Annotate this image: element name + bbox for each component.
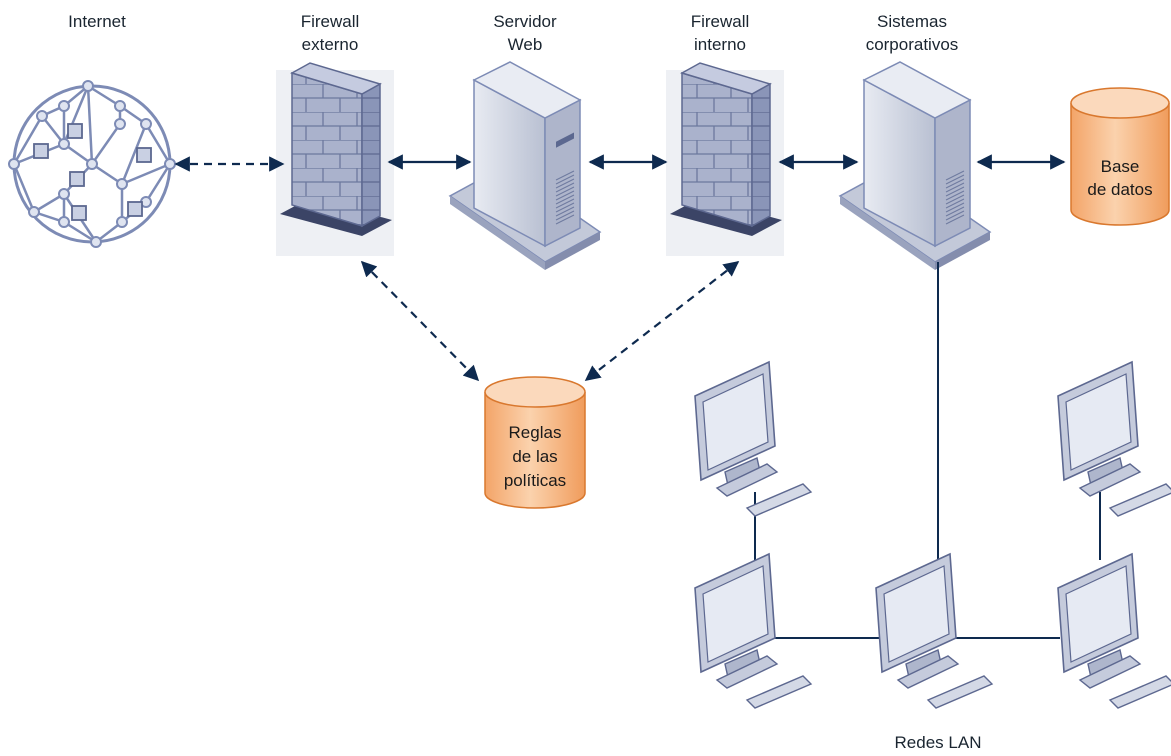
lan-computer-bottom-left-icon — [694, 552, 813, 709]
svg-text:Web: Web — [508, 35, 543, 54]
connection-arrows — [174, 154, 1066, 382]
lan-computer-top-right-icon — [1057, 360, 1171, 517]
external-firewall-icon — [276, 62, 394, 256]
internet-globe-icon — [8, 80, 176, 248]
internal-firewall-label: Firewall interno — [691, 12, 750, 54]
database-label-line2: de datos — [1087, 180, 1152, 199]
internal-firewall-icon — [666, 62, 784, 256]
policy-rules-label-line1: Reglas — [509, 423, 562, 442]
lan-computer-top-left-icon — [694, 360, 813, 517]
internal-firewall-to-policy-rules-arrow — [584, 261, 740, 381]
web-server-icon — [448, 61, 602, 270]
policy-rules-cylinder-icon: Reglas de las políticas — [484, 376, 586, 509]
database-label-line1: Base — [1101, 157, 1140, 176]
lan-wiring — [754, 262, 1101, 639]
policy-rules-label-line3: políticas — [504, 471, 566, 490]
lan-computer-bottom-center-icon — [875, 552, 994, 709]
external-firewall-label: Firewall externo — [301, 12, 360, 54]
web-server-label: Servidor Web — [493, 12, 557, 54]
svg-text:corporativos: corporativos — [866, 35, 959, 54]
svg-text:interno: interno — [694, 35, 746, 54]
svg-text:Firewall: Firewall — [691, 12, 750, 31]
policy-rules-label-line2: de las — [512, 447, 557, 466]
external-firewall-to-policy-rules-arrow — [360, 260, 480, 382]
lan-computer-bottom-right-icon — [1057, 552, 1171, 709]
corporate-systems-server-icon — [838, 61, 992, 270]
lan-label: Redes LAN — [895, 733, 982, 752]
svg-text:Firewall: Firewall — [301, 12, 360, 31]
svg-text:Servidor: Servidor — [493, 12, 557, 31]
database-cylinder-icon: Base de datos — [1070, 87, 1170, 226]
svg-text:Sistemas: Sistemas — [877, 12, 947, 31]
corporate-systems-label: Sistemas corporativos — [866, 12, 959, 54]
internet-label: Internet — [68, 12, 126, 31]
svg-text:externo: externo — [302, 35, 359, 54]
